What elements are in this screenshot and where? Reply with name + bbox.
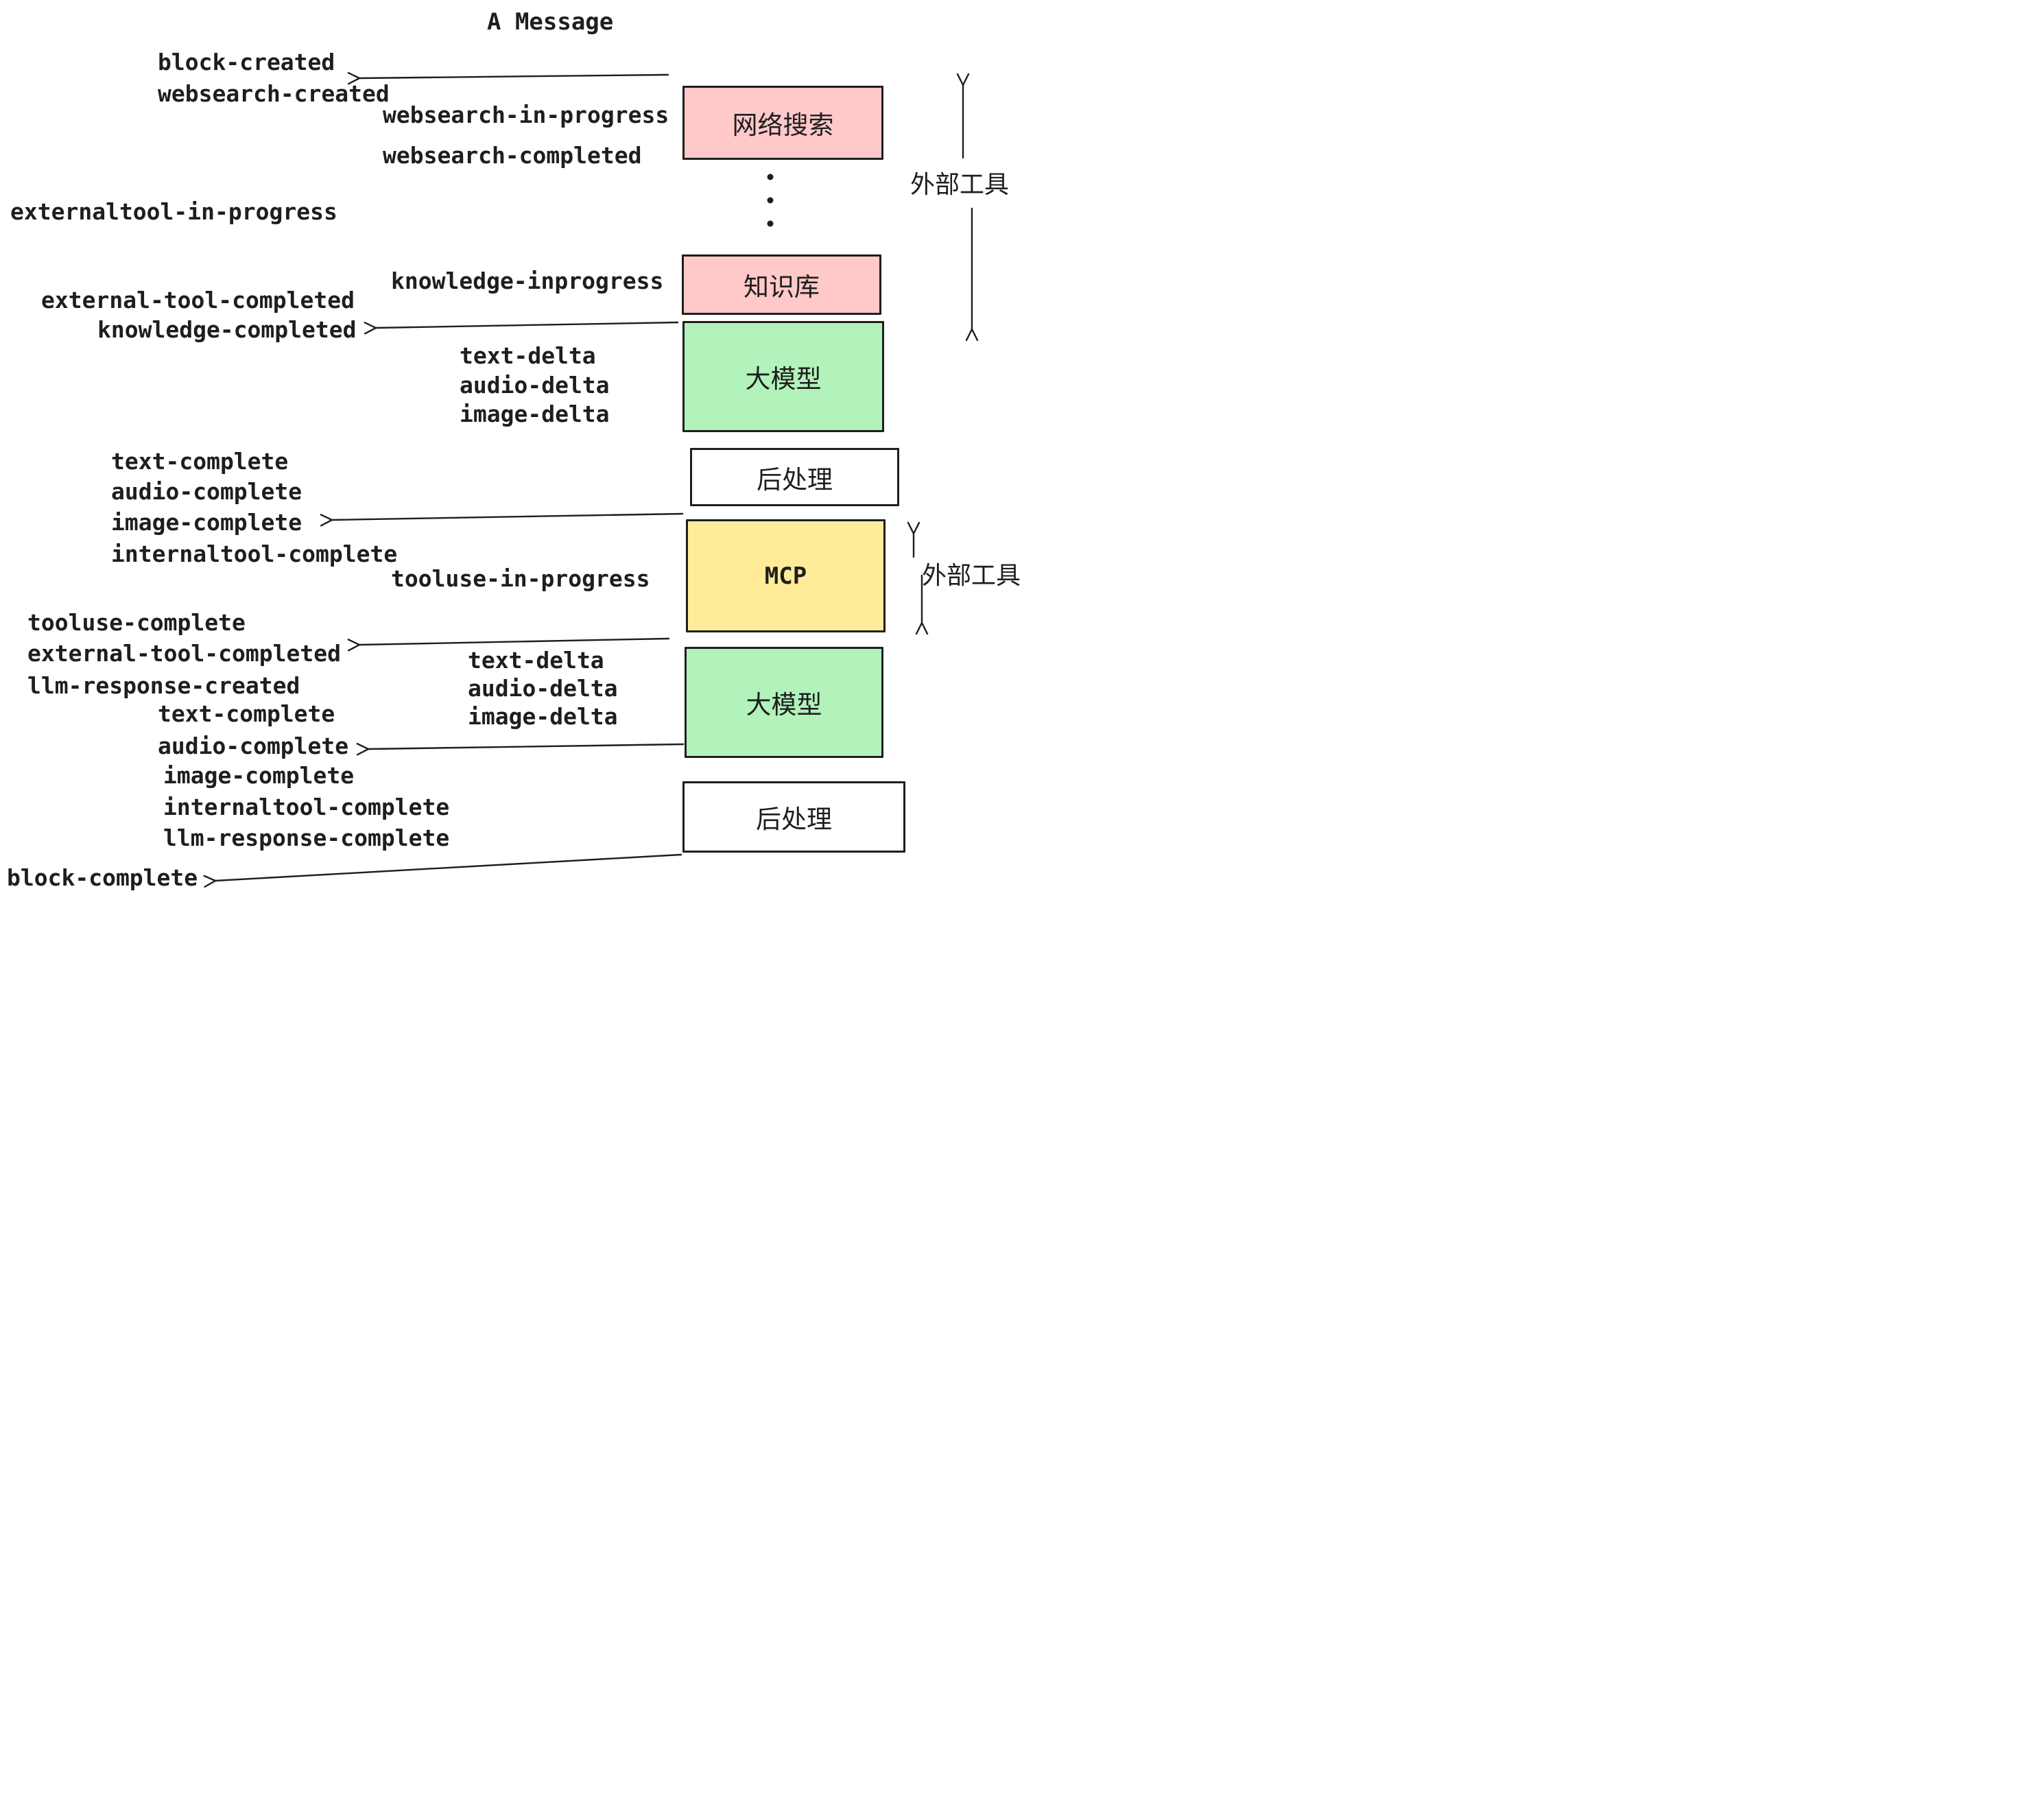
arrow-to-knowledge-completed: [364, 321, 679, 335]
event-websearch-in-progress: websearch-in-progress: [383, 102, 669, 128]
box-postprocess-1-label: 后处理: [757, 464, 833, 495]
event-text-complete-2: text-complete: [158, 700, 335, 727]
event-llm-response-complete: llm-response-complete: [163, 824, 450, 851]
event-tooluse-in-progress: tooluse-in-progress: [391, 565, 650, 592]
box-postprocess-2: 后处理: [682, 781, 905, 853]
diagram-title: A Message: [487, 8, 614, 36]
event-audio-delta-1: audio-delta: [460, 372, 610, 399]
box-llm-2: 大模型: [685, 647, 883, 758]
box-knowledge-label: 知识库: [744, 272, 820, 302]
event-websearch-created: websearch-created: [158, 80, 390, 107]
arrow-to-websearch-created: [347, 71, 669, 85]
external-tools-label-mcp: 外部工具: [922, 562, 1021, 590]
event-tooluse-complete: tooluse-complete: [27, 609, 246, 636]
box-mcp-label: MCP: [764, 562, 807, 590]
event-image-complete-2: image-complete: [163, 762, 355, 789]
external-tools-label-top: 外部工具: [910, 171, 1010, 199]
box-postprocess-1: 后处理: [690, 448, 899, 506]
event-websearch-completed: websearch-completed: [383, 142, 642, 169]
box-llm-2-label: 大模型: [746, 690, 822, 720]
ellipsis-dot-3: [767, 220, 774, 227]
event-audio-complete-1: audio-complete: [111, 478, 302, 505]
box-postprocess-2-label: 后处理: [756, 805, 832, 834]
box-llm-1-label: 大模型: [745, 364, 822, 394]
ellipsis-dot-2: [767, 197, 774, 204]
box-llm-1: 大模型: [682, 321, 884, 432]
event-llm-response-created: llm-response-created: [27, 672, 300, 699]
event-internaltool-complete-2: internaltool-complete: [163, 794, 450, 820]
event-image-delta-2: image-delta: [468, 703, 618, 730]
event-external-tool-completed-1: external-tool-completed: [41, 287, 355, 313]
arrow-to-audio-complete-2: [356, 743, 685, 756]
event-block-created: block-created: [158, 49, 335, 75]
event-audio-delta-2: audio-delta: [468, 675, 618, 702]
box-knowledge: 知识库: [682, 254, 881, 315]
event-image-delta-1: image-delta: [460, 401, 610, 427]
arrow-to-block-complete: [203, 853, 682, 888]
event-text-complete-1: text-complete: [111, 448, 289, 475]
event-block-complete: block-complete: [7, 864, 198, 891]
event-externaltool-in-progress: externaltool-in-progress: [10, 198, 337, 225]
event-knowledge-completed: knowledge-completed: [97, 316, 357, 343]
event-image-complete-1: image-complete: [111, 509, 302, 536]
event-audio-complete-2: audio-complete: [158, 733, 349, 759]
event-internaltool-complete-1: internaltool-complete: [111, 541, 398, 567]
box-websearch-label: 网络搜索: [732, 110, 834, 140]
event-text-delta-1: text-delta: [460, 342, 596, 369]
arrow-to-image-complete-1: [320, 512, 684, 527]
event-text-delta-2: text-delta: [468, 647, 604, 674]
event-external-tool-completed-2: external-tool-completed: [27, 640, 341, 667]
ellipsis-dot-1: [767, 174, 774, 180]
flow-diagram: A Message block-created websearch-create…: [0, 0, 1022, 902]
box-mcp: MCP: [686, 519, 886, 632]
event-knowledge-inprogress: knowledge-inprogress: [391, 268, 664, 294]
arrow-to-tooluse-complete: [347, 637, 670, 652]
box-websearch: 网络搜索: [682, 86, 883, 160]
